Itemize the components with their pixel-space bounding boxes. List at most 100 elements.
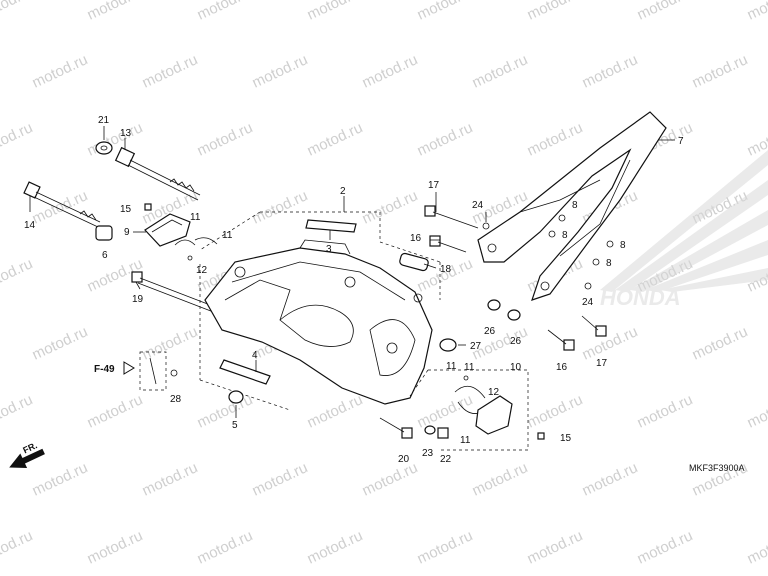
diagram-code: MKF3F3900A xyxy=(689,463,745,473)
watermark-text: motod.ru xyxy=(30,51,91,91)
watermark-text: motod.ru xyxy=(305,391,366,431)
leader-lines xyxy=(29,126,675,418)
bracket-9 xyxy=(144,213,191,247)
callout-8-d: 8 xyxy=(606,258,612,269)
watermark-text: motod.ru xyxy=(30,323,91,363)
watermark-text: motod.ru xyxy=(525,391,586,431)
watermark-text: motod.ru xyxy=(580,323,641,363)
watermark-text: motod.ru xyxy=(0,255,35,295)
watermark-text: motod.ru xyxy=(140,51,201,91)
nut-21 xyxy=(95,141,113,155)
watermark-text: motod.ru xyxy=(415,119,476,159)
watermark-text: motod.ru xyxy=(85,0,146,24)
callout-16-top: 16 xyxy=(410,233,422,244)
callout-3: 3 xyxy=(326,244,332,255)
sub-frame-7 xyxy=(477,111,667,301)
watermark-text: motod.ru xyxy=(580,51,641,91)
callout-8-c: 8 xyxy=(620,240,626,251)
callout-18: 18 xyxy=(440,264,452,275)
watermark-text: motod.ru xyxy=(525,0,586,24)
watermark-text: motod.ru xyxy=(745,391,768,431)
watermark-text: motod.ru xyxy=(0,527,35,567)
watermark-text: motod.ru xyxy=(0,119,35,159)
watermark-text: motod.ru xyxy=(580,459,641,499)
watermark-text: motod.ru xyxy=(85,527,146,567)
watermark-text: motod.ru xyxy=(360,459,421,499)
nut-26-right xyxy=(507,309,521,321)
group-box-10 xyxy=(409,369,529,451)
watermark-text: motod.ru xyxy=(470,51,531,91)
callout-7: 7 xyxy=(678,136,684,147)
callout-24-bottom: 24 xyxy=(582,297,594,308)
watermark-text: motod.ru xyxy=(195,119,256,159)
watermark-text: motod.ru xyxy=(415,0,476,24)
callout-21: 21 xyxy=(98,115,110,126)
nut-27 xyxy=(439,338,457,352)
callout-14: 14 xyxy=(24,220,36,231)
reference-f49: F-49 xyxy=(94,361,135,375)
reference-f49-label: F-49 xyxy=(94,364,115,375)
front-arrow-icon xyxy=(9,448,45,468)
watermark-text: motod.ru xyxy=(690,323,751,363)
callout-11-c: 11 xyxy=(446,361,457,372)
callout-23: 23 xyxy=(422,448,434,459)
watermark-text: motod.ru xyxy=(745,527,768,567)
watermark-text: motod.ru xyxy=(305,119,366,159)
watermark-text: motod.ru xyxy=(525,527,586,567)
callout-8-a: 8 xyxy=(572,200,578,211)
callout-17-top: 17 xyxy=(428,180,440,191)
callout-20: 20 xyxy=(398,454,410,465)
callout-6: 6 xyxy=(102,250,108,261)
callout-11-d: 11 xyxy=(464,362,475,373)
nut-26-left xyxy=(487,299,501,311)
clip-24-top xyxy=(482,222,490,230)
watermark-text: motod.ru xyxy=(250,459,311,499)
callout-labels: 21 13 14 15 9 6 11 11 12 19 2 3 4 5 28 1… xyxy=(24,115,684,465)
callout-13: 13 xyxy=(120,128,132,139)
watermark-text: motod.ru xyxy=(635,391,696,431)
watermark-text: motod.ru xyxy=(635,0,696,24)
callout-11-a: 11 xyxy=(190,212,201,223)
bolt-19 xyxy=(131,271,219,314)
honda-logo-text: HONDA xyxy=(600,285,681,310)
watermark-text: motod.ru xyxy=(0,0,35,24)
side-cover xyxy=(475,395,513,435)
callout-15-bottom: 15 xyxy=(560,433,572,444)
callout-4: 4 xyxy=(252,350,258,361)
callout-28: 28 xyxy=(170,394,182,405)
bolt-17-top xyxy=(424,205,479,229)
watermark-text: motod.ru xyxy=(0,391,35,431)
clip-8-d xyxy=(592,258,600,266)
bolt-15-lower xyxy=(537,432,545,440)
main-frame xyxy=(204,239,433,405)
callout-12-a: 12 xyxy=(196,265,208,276)
watermark-text: motod.ru xyxy=(415,527,476,567)
watermark-text: motod.ru xyxy=(415,391,476,431)
callout-10: 10 xyxy=(510,362,522,373)
clip-8-c xyxy=(606,240,614,248)
bolt-13 xyxy=(114,146,201,201)
bolt-14 xyxy=(23,181,101,228)
group-box-2 xyxy=(199,211,441,411)
watermark-text: motod.ru xyxy=(250,51,311,91)
front-marker: FR. xyxy=(9,440,45,468)
group-box-28 xyxy=(139,351,167,391)
callout-26-b: 26 xyxy=(510,336,522,347)
watermark-text: motod.ru xyxy=(195,391,256,431)
watermark-text: motod.ru xyxy=(140,323,201,363)
watermark-text: motod.ru xyxy=(250,187,311,227)
callout-17-bottom: 17 xyxy=(596,358,608,369)
clip-24-bottom xyxy=(584,282,592,290)
callout-19: 19 xyxy=(132,294,144,305)
bolt-17-bottom xyxy=(581,315,607,337)
watermark-text: motod.ru xyxy=(305,0,366,24)
grommet-5 xyxy=(228,390,244,404)
callout-15-top: 15 xyxy=(120,204,132,215)
callout-8-b: 8 xyxy=(562,230,568,241)
callout-5: 5 xyxy=(232,420,238,431)
watermark-text: motod.ru xyxy=(470,459,531,499)
watermark-text: motod.ru xyxy=(85,391,146,431)
watermark-text: motod.ru xyxy=(360,187,421,227)
bolt-15-top xyxy=(144,203,152,211)
rivet-28 xyxy=(149,357,178,385)
